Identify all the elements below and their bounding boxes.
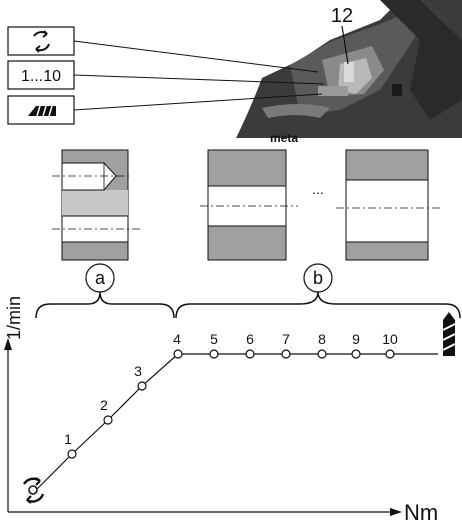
- callout-leader: [341, 25, 349, 65]
- group-a-label: a: [85, 263, 115, 293]
- x-axis-label: Nm: [404, 500, 438, 520]
- ellipsis-text: ...: [312, 181, 324, 197]
- svg-text:5: 5: [210, 331, 218, 347]
- rotation-arrows-icon: [33, 30, 50, 53]
- leader-line-rotation: [73, 40, 319, 73]
- point-1: 1: [64, 431, 77, 459]
- brand-text: meta: [270, 131, 298, 145]
- range-text: 1...10: [21, 68, 61, 85]
- svg-text:8: 8: [318, 331, 326, 347]
- section-hole-small: [200, 149, 298, 261]
- group-b-label: b: [303, 263, 333, 293]
- point-10: 10: [382, 331, 398, 359]
- svg-text:9: 9: [352, 331, 360, 347]
- svg-text:2: 2: [100, 397, 108, 413]
- point-8: 8: [317, 331, 327, 359]
- section-screw: [52, 149, 140, 261]
- rotation-arrows-icon: [22, 477, 45, 504]
- drill-bit-icon: [28, 105, 56, 117]
- svg-text:1: 1: [64, 431, 72, 447]
- svg-text:6: 6: [246, 331, 254, 347]
- point-5: 5: [209, 331, 219, 359]
- mode-box-rotation: [7, 26, 75, 56]
- x-axis-arrow: [390, 508, 402, 516]
- point-2: 2: [100, 397, 113, 425]
- callout-number: 12: [331, 5, 353, 27]
- point-6: 6: [245, 331, 255, 359]
- point-9: 9: [351, 331, 361, 359]
- svg-text:4: 4: [173, 331, 181, 347]
- mode-box-drill: [7, 95, 75, 125]
- section-hole-large: [336, 149, 440, 261]
- leader-line-range: [73, 74, 325, 85]
- y-axis-label: 1/min: [4, 296, 24, 340]
- speed-curve: [35, 353, 438, 491]
- point-7: 7: [281, 331, 291, 359]
- brace-b: [175, 291, 461, 319]
- point-3: 3: [134, 363, 147, 391]
- svg-text:3: 3: [134, 363, 142, 379]
- drill-photo: meta: [228, 0, 462, 145]
- drill-bit-icon: [442, 312, 456, 356]
- brace-a: [35, 291, 175, 319]
- point-4: 4: [173, 331, 183, 359]
- svg-text:a: a: [95, 268, 106, 288]
- mode-box-range: 1...10: [7, 60, 75, 90]
- leader-line-drill: [73, 93, 323, 111]
- svg-text:10: 10: [382, 331, 398, 347]
- svg-text:b: b: [313, 268, 323, 288]
- y-axis-arrow: [4, 338, 12, 350]
- svg-text:7: 7: [282, 331, 290, 347]
